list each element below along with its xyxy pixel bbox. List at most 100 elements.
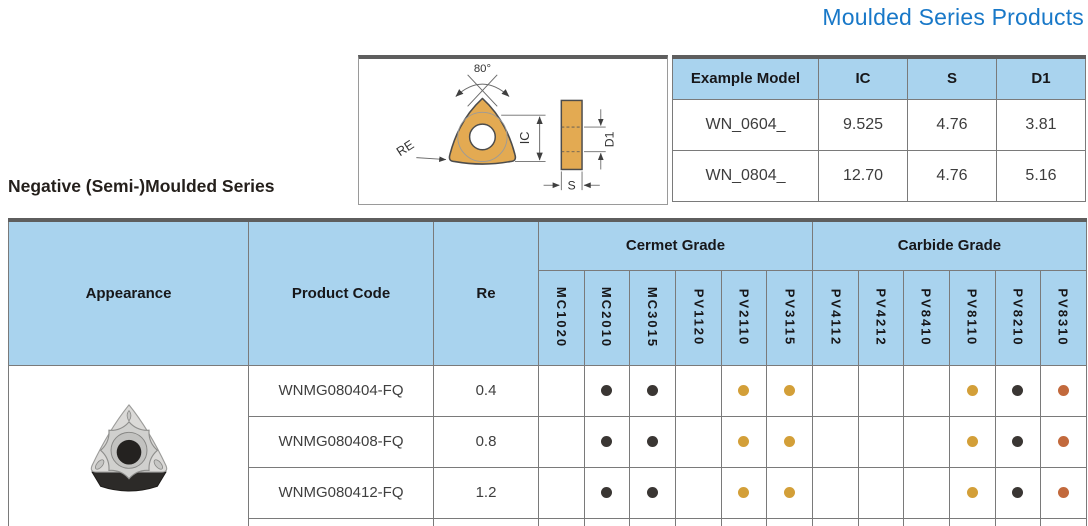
grade-column-header: PV4212 (857, 269, 905, 366)
availability-dot (556, 436, 567, 447)
grade-availability-cell (994, 415, 1042, 468)
grade-header-row: MC1020 MC2010 MC3015 PV1120 PV2110 PV311… (9, 269, 1087, 366)
angle-label: 80° (474, 63, 491, 75)
grade-availability-cell (674, 415, 722, 468)
re-leader-line (416, 156, 447, 162)
grade-availability-cell (766, 466, 813, 519)
group-header-cermet-grade: Cermet Grade (538, 219, 813, 271)
s-dimension (543, 171, 600, 191)
re-label: RE (393, 137, 416, 159)
insert-side-view (560, 99, 583, 171)
availability-dot (784, 384, 796, 396)
grade-column-header: MC1020 (538, 269, 585, 366)
ic-cell: 12.70 (818, 149, 908, 202)
availability-dot (966, 384, 978, 396)
availability-dot (1058, 384, 1070, 396)
column-header-product-code: Product Code (248, 219, 434, 366)
grade-column-header: PV3115 (766, 269, 813, 366)
ic-dimension (501, 114, 546, 163)
availability-dot (738, 384, 750, 396)
grade-column-header: PV8310 (1040, 269, 1087, 366)
availability-dot (830, 487, 841, 498)
center-hole (468, 123, 496, 151)
grade-column-header: PV8210 (994, 269, 1042, 366)
inscribed-circle (457, 111, 508, 163)
availability-dot (738, 486, 750, 498)
availability-dot (1058, 435, 1070, 447)
example-table-header-row: Example Model IC S D1 (672, 56, 1086, 100)
product-code-cell: WNMG080408-FQ (248, 415, 434, 468)
availability-dot (784, 486, 796, 498)
availability-dot (875, 436, 886, 447)
product-code-cell: WNMG080412-FQ (248, 466, 434, 519)
grade-availability-cell (948, 364, 996, 417)
availability-dot (647, 435, 659, 447)
re-cell: 0.8 (433, 415, 539, 468)
re-cell: 1.2 (433, 466, 539, 519)
re-cell (433, 517, 539, 526)
grade-availability-cell (811, 415, 859, 468)
product-code-cell (248, 517, 434, 526)
grade-availability-cell (766, 364, 813, 417)
grade-availability-cell (629, 415, 676, 468)
availability-dot (1012, 486, 1024, 498)
ic-header: IC (818, 56, 908, 100)
availability-dot (921, 487, 932, 498)
grade-availability-cell (674, 364, 722, 417)
availability-dot (966, 435, 978, 447)
grade-availability-cell (720, 364, 768, 417)
availability-dot (875, 487, 886, 498)
d1-dimension (584, 109, 606, 170)
grade-column-header: PV1120 (674, 269, 722, 366)
grade-availability-cell (538, 415, 585, 468)
example-model-table: Example Model IC S D1 WN_0604_ 9.525 4.7… (672, 55, 1086, 202)
ic-cell: 9.525 (818, 98, 908, 151)
model-cell: WN_0804_ (672, 149, 819, 202)
example-table-row: WN_0604_ 9.525 4.76 3.81 (672, 98, 1086, 151)
insert-dimension-drawing: 80° IC RE (393, 63, 617, 193)
availability-dot (921, 436, 932, 447)
grade-availability-cell (583, 466, 631, 519)
product-grade-table: Appearance Product Code Re Cermet Grade … (8, 218, 1087, 526)
d1-cell: 3.81 (996, 98, 1086, 151)
grade-availability-cell (766, 415, 813, 468)
product-code-cell: WNMG080404-FQ (248, 364, 434, 417)
grade-availability-cell (538, 466, 585, 519)
grade-availability-cell (994, 364, 1042, 417)
availability-dot (921, 385, 932, 396)
grade-availability-cell (583, 364, 631, 417)
grade-column-header: PV4112 (811, 269, 859, 366)
availability-dot (1012, 384, 1024, 396)
insert-dimension-diagram: 80° IC RE (358, 55, 668, 205)
example-table-row: WN_0804_ 12.70 4.76 5.16 (672, 149, 1086, 202)
grade-availability-cell (948, 415, 996, 468)
grade-column-header: PV8110 (948, 269, 996, 366)
availability-dot (693, 487, 704, 498)
availability-dot (601, 384, 613, 396)
d1-header: D1 (996, 56, 1086, 100)
section-heading: Negative (Semi-)Moulded Series (8, 176, 275, 196)
grade-availability-cell (994, 466, 1042, 519)
grade-column-header: PV2110 (720, 269, 768, 366)
grade-column-header: MC2010 (583, 269, 631, 366)
product-row: WNMG080408-FQ 0.8 (9, 415, 1087, 468)
appearance-image-cell (8, 364, 249, 526)
ic-label: IC (517, 131, 532, 144)
grade-availability-cell (1040, 364, 1087, 417)
model-cell: WN_0604_ (672, 98, 819, 151)
angle-annotation (455, 74, 510, 107)
grade-availability-cell (811, 364, 859, 417)
product-row: WNMG080412-FQ 1.2 (9, 466, 1087, 519)
grade-availability-cell (857, 364, 905, 417)
grade-availability-cell (903, 415, 950, 468)
grade-availability-cell (720, 466, 768, 519)
grade-column-header: PV8410 (903, 269, 950, 366)
availability-dot (966, 486, 978, 498)
s-cell: 4.76 (907, 98, 997, 151)
grade-availability-cell (674, 466, 722, 519)
grade-availability-cell (583, 415, 631, 468)
d1-label: D1 (603, 131, 617, 147)
availability-dot (738, 435, 750, 447)
grade-availability-cell (811, 466, 859, 519)
grade-column-header: MC3015 (629, 269, 676, 366)
